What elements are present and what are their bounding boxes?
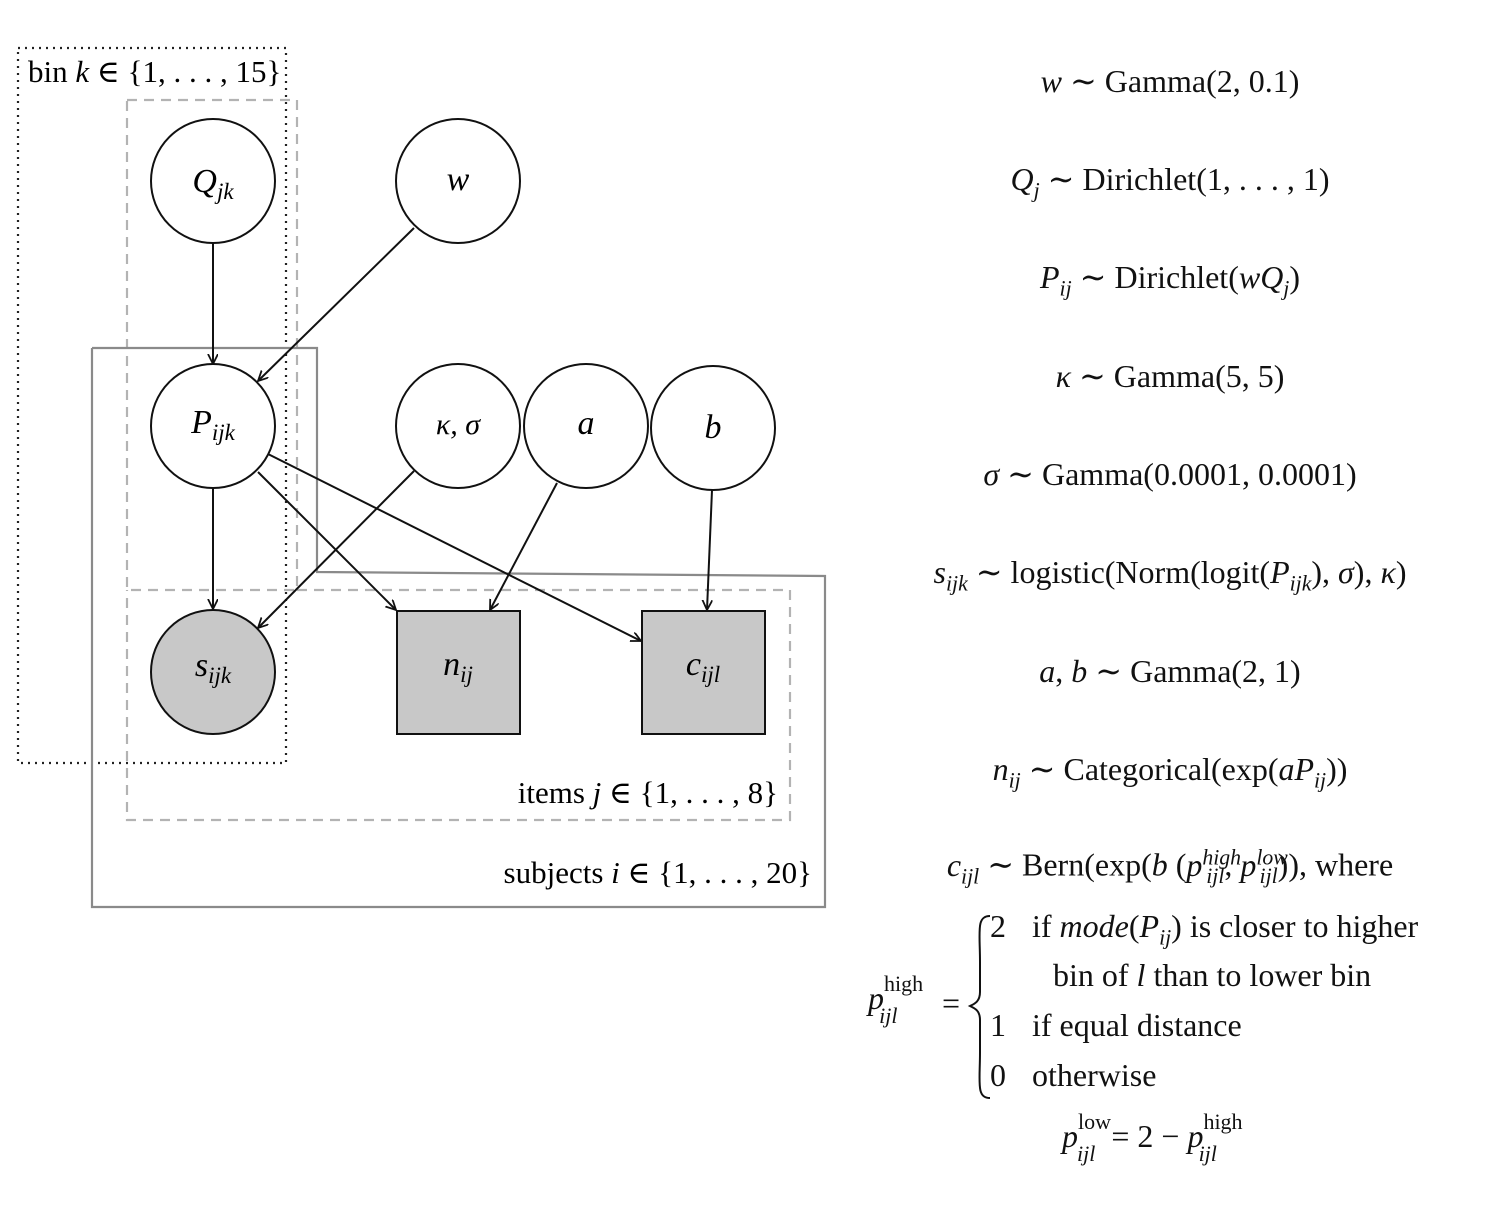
plate-subjects: [90, 346, 827, 909]
equation-sigma: σ ∼ Gamma(0.0001, 0.0001): [983, 456, 1357, 492]
equation-n: nij ∼ Categorical(exp(aPij)): [992, 751, 1348, 793]
equals-sign: =: [942, 985, 961, 1021]
plate-bins: [16, 46, 288, 765]
svg-text:κ, σ: κ, σ: [436, 408, 481, 441]
equation-ab: a, b ∼ Gamma(2, 1): [1039, 653, 1301, 689]
svg-text:Qjk: Qjk: [192, 163, 234, 204]
svg-text:a: a: [578, 405, 595, 442]
edge-ks-to-s: [258, 470, 415, 628]
p-high-symbol: phighijl: [868, 971, 924, 1028]
equation-c: cijl ∼ Bern(exp(b (phighijl, plowijl)), …: [946, 845, 1394, 889]
plate-items-label: items j ∈ {1, . . . , 8}: [518, 775, 778, 810]
svg-text:Pijk: Pijk: [190, 404, 236, 445]
node-n-observed: nij: [396, 610, 521, 735]
node-w: w: [395, 118, 521, 244]
svg-text:w: w: [447, 161, 470, 198]
edge-b-to-c: [707, 489, 713, 610]
svg-text:b: b: [705, 409, 722, 446]
node-a: a: [523, 363, 649, 489]
svg-text:sijk: sijk: [195, 647, 232, 688]
edge-a-to-n: [490, 482, 558, 610]
plate-items-lower: [125, 588, 792, 822]
node-p: Pijk: [150, 363, 276, 489]
node-kappa-sigma: κ, σ: [395, 363, 521, 489]
edge-w-to-p: [258, 227, 415, 381]
equation-w: w ∼ Gamma(2, 0.1): [1040, 63, 1300, 99]
node-c-observed: cijl: [641, 610, 766, 735]
svg-text:cijl: cijl: [686, 646, 720, 687]
cases-brace: [967, 915, 991, 1099]
node-q: Qjk: [150, 118, 276, 244]
node-s-observed: sijk: [150, 609, 276, 735]
plate-bins-label: bin k ∈ {1, . . . , 15}: [28, 54, 281, 89]
edge-p-to-n: [257, 471, 396, 610]
equation-q: Qj ∼ Dirichlet(1, . . . , 1): [1010, 161, 1330, 203]
equation-p-low: plowijl= 2 − phighijl: [1062, 1109, 1243, 1166]
equation-p: Pij ∼ Dirichlet(wQj): [1040, 259, 1300, 301]
equation-kappa: κ ∼ Gamma(5, 5): [1055, 358, 1285, 394]
edge-p-to-c: [265, 452, 641, 641]
node-b: b: [650, 365, 776, 491]
plate-subjects-label: subjects i ∈ {1, . . . , 20}: [504, 855, 812, 890]
equation-s: sijk ∼ logistic(Norm(logit(Pijk), σ), κ): [933, 554, 1407, 596]
case-2-continued: bin of l than to lower bin: [1053, 957, 1372, 993]
plate-items: [125, 98, 299, 592]
svg-text:nij: nij: [443, 646, 473, 687]
